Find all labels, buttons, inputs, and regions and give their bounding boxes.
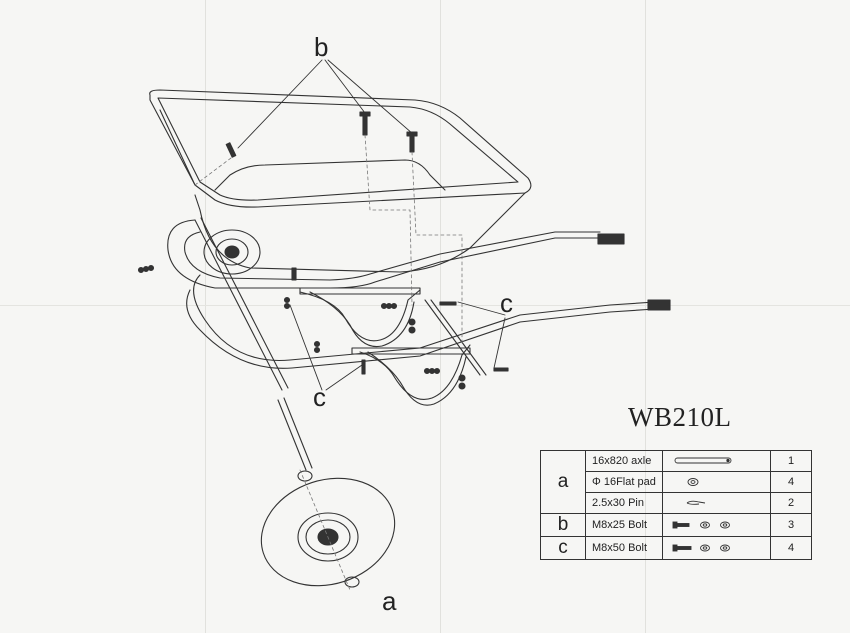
table-row: Φ 16Flat pad 4 [541, 471, 812, 493]
part-quantity: 4 [770, 471, 812, 493]
table-row: 2.5x30 Pin 2 [541, 492, 812, 514]
alignment-guides [194, 134, 463, 591]
fold-line [0, 305, 850, 306]
rear-wheel-drawing [203, 229, 261, 275]
axle-icon [662, 450, 771, 472]
flat-pad-icon [662, 471, 771, 493]
group-label: a [540, 450, 586, 514]
callout-c-right: c [500, 288, 513, 318]
bolt-nut-washer-icon [662, 513, 771, 537]
part-quantity: 2 [770, 492, 812, 514]
fold-line [440, 0, 441, 633]
model-number: WB210L [628, 402, 732, 432]
fold-line [205, 0, 206, 633]
part-quantity: 3 [770, 513, 812, 537]
callout-a: a [382, 586, 397, 616]
frame-drawing [167, 219, 671, 406]
part-description: Φ 16Flat pad [585, 471, 663, 493]
part-quantity: 4 [770, 536, 812, 560]
table-row: c M8x50 Bolt 4 [540, 536, 812, 560]
part-description: M8x50 Bolt [585, 536, 663, 560]
fold-line [645, 0, 646, 633]
part-quantity: 1 [770, 450, 812, 472]
callout-leaders [237, 59, 506, 391]
axle-drawing [194, 217, 313, 471]
part-description: M8x25 Bolt [585, 513, 663, 537]
group-label: b [540, 513, 586, 537]
table-row: b M8x25 Bolt 3 [540, 513, 812, 537]
table-row: a 16x820 axle 1 [540, 450, 812, 514]
group-label: c [540, 536, 586, 560]
bolt-nut-washer-icon [662, 536, 771, 560]
parts-table: a 16x820 axle 1 Φ 16Flat pad 4 [540, 450, 812, 560]
callout-b: b [314, 32, 329, 62]
part-description: 2.5x30 Pin [585, 492, 663, 514]
front-wheel-drawing [260, 470, 396, 588]
part-description: 16x820 axle [585, 450, 663, 472]
hardware-drawing [137, 111, 509, 390]
callout-c-left: c [313, 382, 326, 412]
pin-icon [662, 492, 771, 514]
tray-drawing [149, 89, 532, 273]
